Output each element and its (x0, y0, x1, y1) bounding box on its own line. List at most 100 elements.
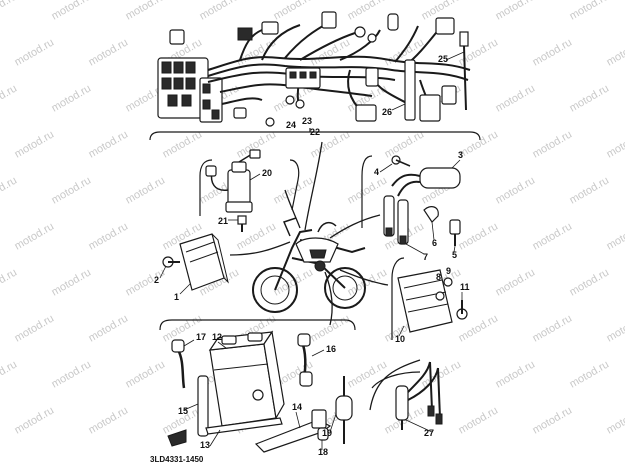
watermark-text: motod.ru (531, 404, 575, 436)
watermark-text: motod.ru (50, 82, 94, 114)
watermark-text: motod.ru (13, 220, 57, 252)
watermark-text: motod.ru (605, 404, 625, 436)
watermark-layer: motod.ru motod.ru motod.ru motod.ru motod.ru… (0, 0, 625, 437)
watermark-text: motod.ru (161, 128, 205, 160)
watermark-text: motod.ru (0, 358, 19, 390)
watermark-text: motod.ru (13, 128, 57, 160)
watermark-text: motod.ru (0, 266, 19, 298)
watermark-text: motod.ru (531, 36, 575, 68)
watermark-text: motod.ru (494, 174, 538, 206)
battery-lead-17 (171, 339, 186, 389)
callout-13: 13 (200, 440, 210, 450)
watermark-text: motod.ru (605, 312, 625, 344)
watermark-text: motod.ru (13, 404, 57, 436)
callout-18: 18 (318, 447, 328, 457)
callout-10: 10 (395, 334, 405, 344)
connector-terminal-a (354, 26, 366, 38)
callout-8: 8 (436, 272, 441, 282)
watermark-text: motod.ru (346, 174, 390, 206)
battery-12 (208, 330, 285, 427)
callout-27: 27 (424, 428, 434, 438)
connector-bullet-a (387, 13, 399, 31)
watermark-text: motod.ru (568, 82, 612, 114)
watermark-text: motod.ru (531, 128, 575, 160)
callout-7: 7 (423, 252, 428, 262)
watermark-text: motod.ru (50, 174, 94, 206)
watermark-text: motod.ru (346, 0, 390, 23)
terminal-24 (265, 117, 275, 127)
bolt-2 (162, 256, 180, 268)
watermark-text: motod.ru (50, 266, 94, 298)
connector-small-e (435, 17, 455, 35)
connector-small-c (261, 21, 279, 35)
connector-small-g (355, 104, 377, 122)
watermark-text: motod.ru (87, 128, 131, 160)
group-bracket-20 (199, 159, 213, 216)
group-bracket-switch (371, 371, 421, 389)
callout-23: 23 (302, 116, 312, 126)
connector-small-d (321, 11, 337, 29)
watermark-text: motod.ru (198, 0, 242, 23)
callout-4: 4 (374, 167, 379, 177)
watermark-text: motod.ru (531, 220, 575, 252)
bolt-9 (443, 277, 453, 287)
harness-group-bracket (149, 131, 481, 141)
watermark-text: motod.ru (50, 358, 94, 390)
watermark-text: motod.ru (457, 128, 501, 160)
battery-lead-16 (297, 333, 313, 387)
watermark-text: motod.ru (0, 174, 19, 206)
watermark-text: motod.ru (346, 358, 390, 390)
group-bracket-regulator (391, 257, 405, 340)
harness-main-connector (157, 57, 223, 123)
callout-20: 20 (262, 168, 272, 178)
connector-small-a (169, 29, 185, 45)
watermark-text: motod.ru (0, 82, 19, 114)
watermark-text: motod.ru (13, 312, 57, 344)
rectifier-regulator-10 (397, 269, 453, 333)
bolt-5 (449, 219, 461, 246)
callout-2: 2 (154, 275, 159, 285)
watermark-text: motod.ru (87, 220, 131, 252)
watermark-text: motod.ru (272, 0, 316, 23)
part-number-label: 3LD4331-1450 (150, 455, 204, 464)
watermark-text: motod.ru (494, 0, 538, 23)
connector-small-f (365, 67, 379, 87)
watermark-text: motod.ru (494, 82, 538, 114)
callout-labels: 1 2 3 4 5 6 7 8 9 10 11 12 13 14 15 16 1… (154, 54, 470, 457)
watermark-text: motod.ru (568, 174, 612, 206)
watermark-text: motod.ru (531, 312, 575, 344)
connector-small-j (233, 107, 247, 119)
wire-harness (157, 11, 471, 127)
watermark-text: motod.ru (87, 404, 131, 436)
connector-small-b (237, 27, 253, 41)
watermark-text: motod.ru (420, 358, 464, 390)
callout-leaders (159, 51, 465, 450)
watermark-text: motod.ru (383, 128, 427, 160)
watermark-text: motod.ru (568, 358, 612, 390)
connector-small-h (419, 94, 441, 122)
harness-clamp-top (459, 31, 469, 47)
small-cover-bottom (167, 429, 187, 447)
callout-14: 14 (292, 402, 302, 412)
watermark-text: motod.ru (309, 312, 353, 344)
terminal-23b (295, 99, 305, 109)
bolt-21 (237, 215, 247, 232)
callout-19: 19 (322, 428, 332, 438)
callout-6: 6 (432, 238, 437, 248)
switch-27 (395, 361, 443, 430)
relay-20 (205, 149, 261, 213)
watermark-text: motod.ru (124, 174, 168, 206)
watermark-text: motod.ru (457, 220, 501, 252)
callout-24: 24 (286, 120, 296, 130)
cdi-unit-1 (179, 233, 229, 291)
connector-small-i (441, 85, 457, 105)
watermark-text: motod.ru (87, 312, 131, 344)
callout-3: 3 (458, 150, 463, 160)
watermark-text: motod.ru (568, 0, 612, 23)
callout-12: 12 (212, 332, 222, 342)
harness-clamp-rod (463, 45, 467, 111)
connector-terminal-b (367, 33, 377, 43)
callout-1: 1 (174, 292, 179, 302)
